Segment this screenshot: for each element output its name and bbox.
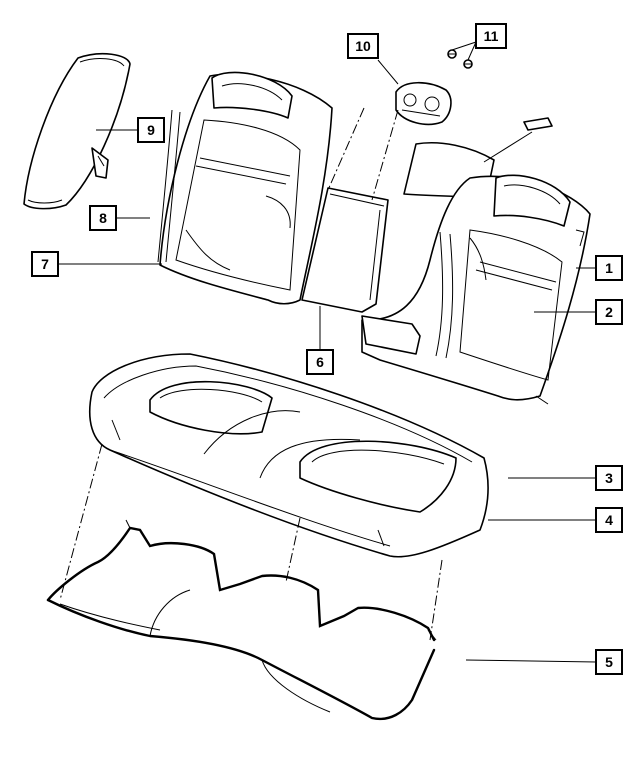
callout-2: 2 [595,299,623,325]
callout-5: 5 [595,649,623,675]
callout-9: 9 [137,117,165,143]
right-seat-back-part [361,117,591,405]
svg-text:4: 4 [605,512,613,528]
callout-3: 3 [595,465,623,491]
svg-text:11: 11 [484,28,499,44]
latch-part [395,81,452,126]
svg-text:3: 3 [605,470,613,486]
svg-text:6: 6 [316,354,324,370]
callout-6: 6 [306,349,334,375]
callout-1: 1 [595,255,623,281]
callout-10: 10 [347,33,379,59]
seat-frame-part [46,519,437,721]
callout-7: 7 [31,251,59,277]
armrest-part [23,52,131,210]
svg-text:9: 9 [147,122,155,138]
svg-text:8: 8 [99,210,107,226]
callout-11: 11 [475,23,507,49]
svg-text:2: 2 [605,304,613,320]
left-seat-back-part [157,71,333,305]
svg-text:1: 1 [605,260,613,276]
callout-8: 8 [89,205,117,231]
pass-through-panel-part [301,187,389,313]
svg-text:5: 5 [605,654,613,670]
callout-4: 4 [595,507,623,533]
leader-lines [58,41,597,663]
svg-text:7: 7 [41,256,49,272]
svg-text:10: 10 [355,38,371,54]
seat-cushion-part [88,353,489,558]
phantom-lines [59,107,443,641]
